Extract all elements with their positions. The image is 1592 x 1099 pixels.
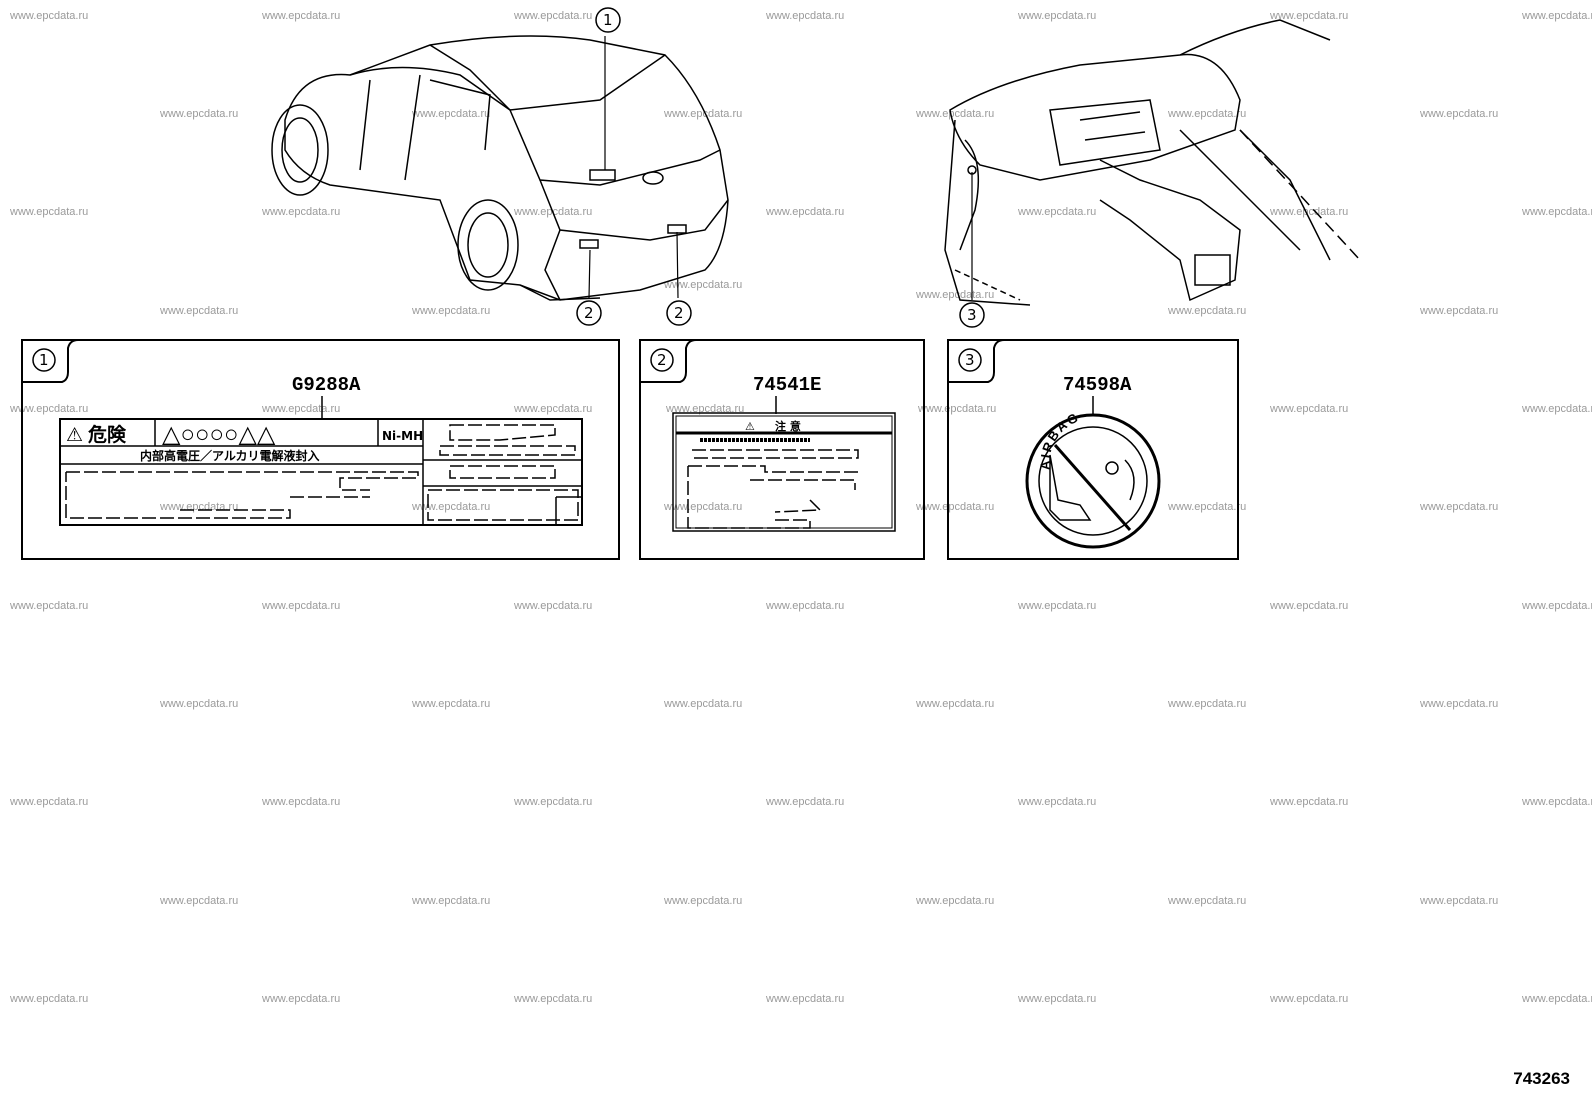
watermark-text: www.epcdata.ru (1270, 600, 1349, 612)
watermark-text: www.epcdata.ru (1420, 108, 1499, 120)
watermark-text: www.epcdata.ru (1168, 698, 1247, 710)
watermark-text: www.epcdata.ru (1420, 305, 1499, 317)
svg-text:2: 2 (657, 351, 667, 369)
watermark-text: www.epcdata.ru (412, 108, 491, 120)
watermark-text: www.epcdata.ru (766, 993, 845, 1005)
svg-text:1: 1 (39, 351, 49, 369)
watermark-text: www.epcdata.ru (916, 501, 995, 513)
svg-text:2: 2 (584, 304, 594, 322)
watermark-text: www.epcdata.ru (1168, 501, 1247, 513)
watermark-text: www.epcdata.ru (1522, 600, 1592, 612)
warning-triangle-icon: ⚠ (745, 420, 755, 433)
watermark-text: www.epcdata.ru (766, 10, 845, 22)
svg-text:危険: 危険 (88, 423, 127, 446)
callout-3: 3 (959, 302, 985, 328)
watermark-text: www.epcdata.ru (160, 108, 239, 120)
watermark-text: www.epcdata.ru (514, 600, 593, 612)
watermark-text: www.epcdata.ru (1168, 895, 1247, 907)
warning-triangle-icon: ⚠ (66, 424, 83, 446)
watermark-text: www.epcdata.ru (666, 403, 745, 415)
watermark-text: www.epcdata.ru (766, 600, 845, 612)
watermark-text: www.epcdata.ru (160, 305, 239, 317)
svg-text:74598A: 74598A (1063, 374, 1132, 396)
watermark-text: www.epcdata.ru (1018, 993, 1097, 1005)
watermark-text: www.epcdata.ru (412, 501, 491, 513)
watermark-text: www.epcdata.ru (916, 698, 995, 710)
watermark-text: www.epcdata.ru (10, 796, 89, 808)
watermark-text: www.epcdata.ru (160, 895, 239, 907)
watermark-text: www.epcdata.ru (1522, 796, 1592, 808)
watermark-text: www.epcdata.ru (262, 10, 341, 22)
watermark-text: www.epcdata.ru (1168, 305, 1247, 317)
watermark-text: www.epcdata.ru (916, 108, 995, 120)
watermark-text: www.epcdata.ru (1168, 108, 1247, 120)
svg-text:G9288A: G9288A (292, 374, 361, 396)
watermark-text: www.epcdata.ru (10, 206, 89, 218)
watermark-text: www.epcdata.ru (1018, 600, 1097, 612)
watermark-text: www.epcdata.ru (1270, 10, 1349, 22)
watermark-text: www.epcdata.ru (1270, 993, 1349, 1005)
watermark-text: www.epcdata.ru (1420, 895, 1499, 907)
watermark-text: www.epcdata.ru (262, 403, 341, 415)
svg-text:1: 1 (603, 11, 613, 29)
watermark-text: www.epcdata.ru (514, 993, 593, 1005)
watermark-text: www.epcdata.ru (10, 600, 89, 612)
watermark-text: www.epcdata.ru (412, 895, 491, 907)
watermark-text: www.epcdata.ru (1522, 403, 1592, 415)
watermark-text: www.epcdata.ru (160, 698, 239, 710)
watermark-text: www.epcdata.ru (514, 403, 593, 415)
watermark-text: www.epcdata.ru (1270, 206, 1349, 218)
callout-2b: 2 (666, 300, 692, 326)
watermark-text: www.epcdata.ru (664, 279, 743, 291)
svg-text:AIRBAG: AIRBAG (1037, 409, 1081, 470)
watermark-text: www.epcdata.ru (664, 108, 743, 120)
watermark-text: www.epcdata.ru (1018, 796, 1097, 808)
panel-3: 3 74598A AIRBAG (947, 339, 1239, 560)
panel-2: 2 74541E ⚠ 注 意 (639, 339, 925, 560)
svg-text:3: 3 (967, 306, 977, 324)
watermark-text: www.epcdata.ru (262, 796, 341, 808)
panel-1: 1 G9288A ⚠ 危険 △○○○○△△ Ni-MH 内部高電圧／アルカリ電解… (21, 339, 620, 560)
watermark-text: www.epcdata.ru (262, 993, 341, 1005)
watermark-text: www.epcdata.ru (1018, 10, 1097, 22)
svg-text:Ni-MH: Ni-MH (382, 429, 423, 443)
callout-1: 1 (595, 7, 621, 33)
svg-text:2: 2 (674, 304, 684, 322)
watermark-text: www.epcdata.ru (1420, 698, 1499, 710)
diagram-id: 743263 (1513, 1069, 1570, 1088)
watermark-text: www.epcdata.ru (514, 796, 593, 808)
watermark-text: www.epcdata.ru (766, 796, 845, 808)
watermark-text: www.epcdata.ru (1522, 206, 1592, 218)
watermark-text: www.epcdata.ru (412, 698, 491, 710)
svg-text:注 意: 注 意 (775, 419, 801, 433)
svg-text:内部高電圧／アルカリ電解液封入: 内部高電圧／アルカリ電解液封入 (140, 448, 320, 463)
callout-2a: 2 (576, 300, 602, 326)
hazard-symbols-icon: △○○○○△△ (162, 421, 276, 448)
watermark-text: www.epcdata.ru (10, 10, 89, 22)
watermark-text: www.epcdata.ru (664, 895, 743, 907)
watermark-text: www.epcdata.ru (10, 993, 89, 1005)
svg-text:3: 3 (965, 351, 975, 369)
watermark-text: www.epcdata.ru (916, 289, 995, 301)
watermark-text: www.epcdata.ru (262, 206, 341, 218)
watermark-text: www.epcdata.ru (514, 10, 593, 22)
watermark-text: www.epcdata.ru (664, 698, 743, 710)
watermark-text: www.epcdata.ru (10, 403, 89, 415)
watermark-text: www.epcdata.ru (262, 600, 341, 612)
watermark-text: www.epcdata.ru (1270, 403, 1349, 415)
watermark-text: www.epcdata.ru (1270, 796, 1349, 808)
watermark-text: www.epcdata.ru (1522, 10, 1592, 22)
watermark-text: www.epcdata.ru (916, 895, 995, 907)
watermark-text: www.epcdata.ru (1420, 501, 1499, 513)
svg-text:74541E: 74541E (753, 374, 821, 396)
watermark-text: www.epcdata.ru (664, 501, 743, 513)
watermark-text: www.epcdata.ru (412, 305, 491, 317)
watermark-text: www.epcdata.ru (918, 403, 997, 415)
watermark-text: www.epcdata.ru (1018, 206, 1097, 218)
watermark-text: www.epcdata.ru (1522, 993, 1592, 1005)
interior-dashboard-illustration (944, 19, 1361, 306)
car-rear-illustration (271, 35, 729, 301)
watermark-text: www.epcdata.ru (766, 206, 845, 218)
